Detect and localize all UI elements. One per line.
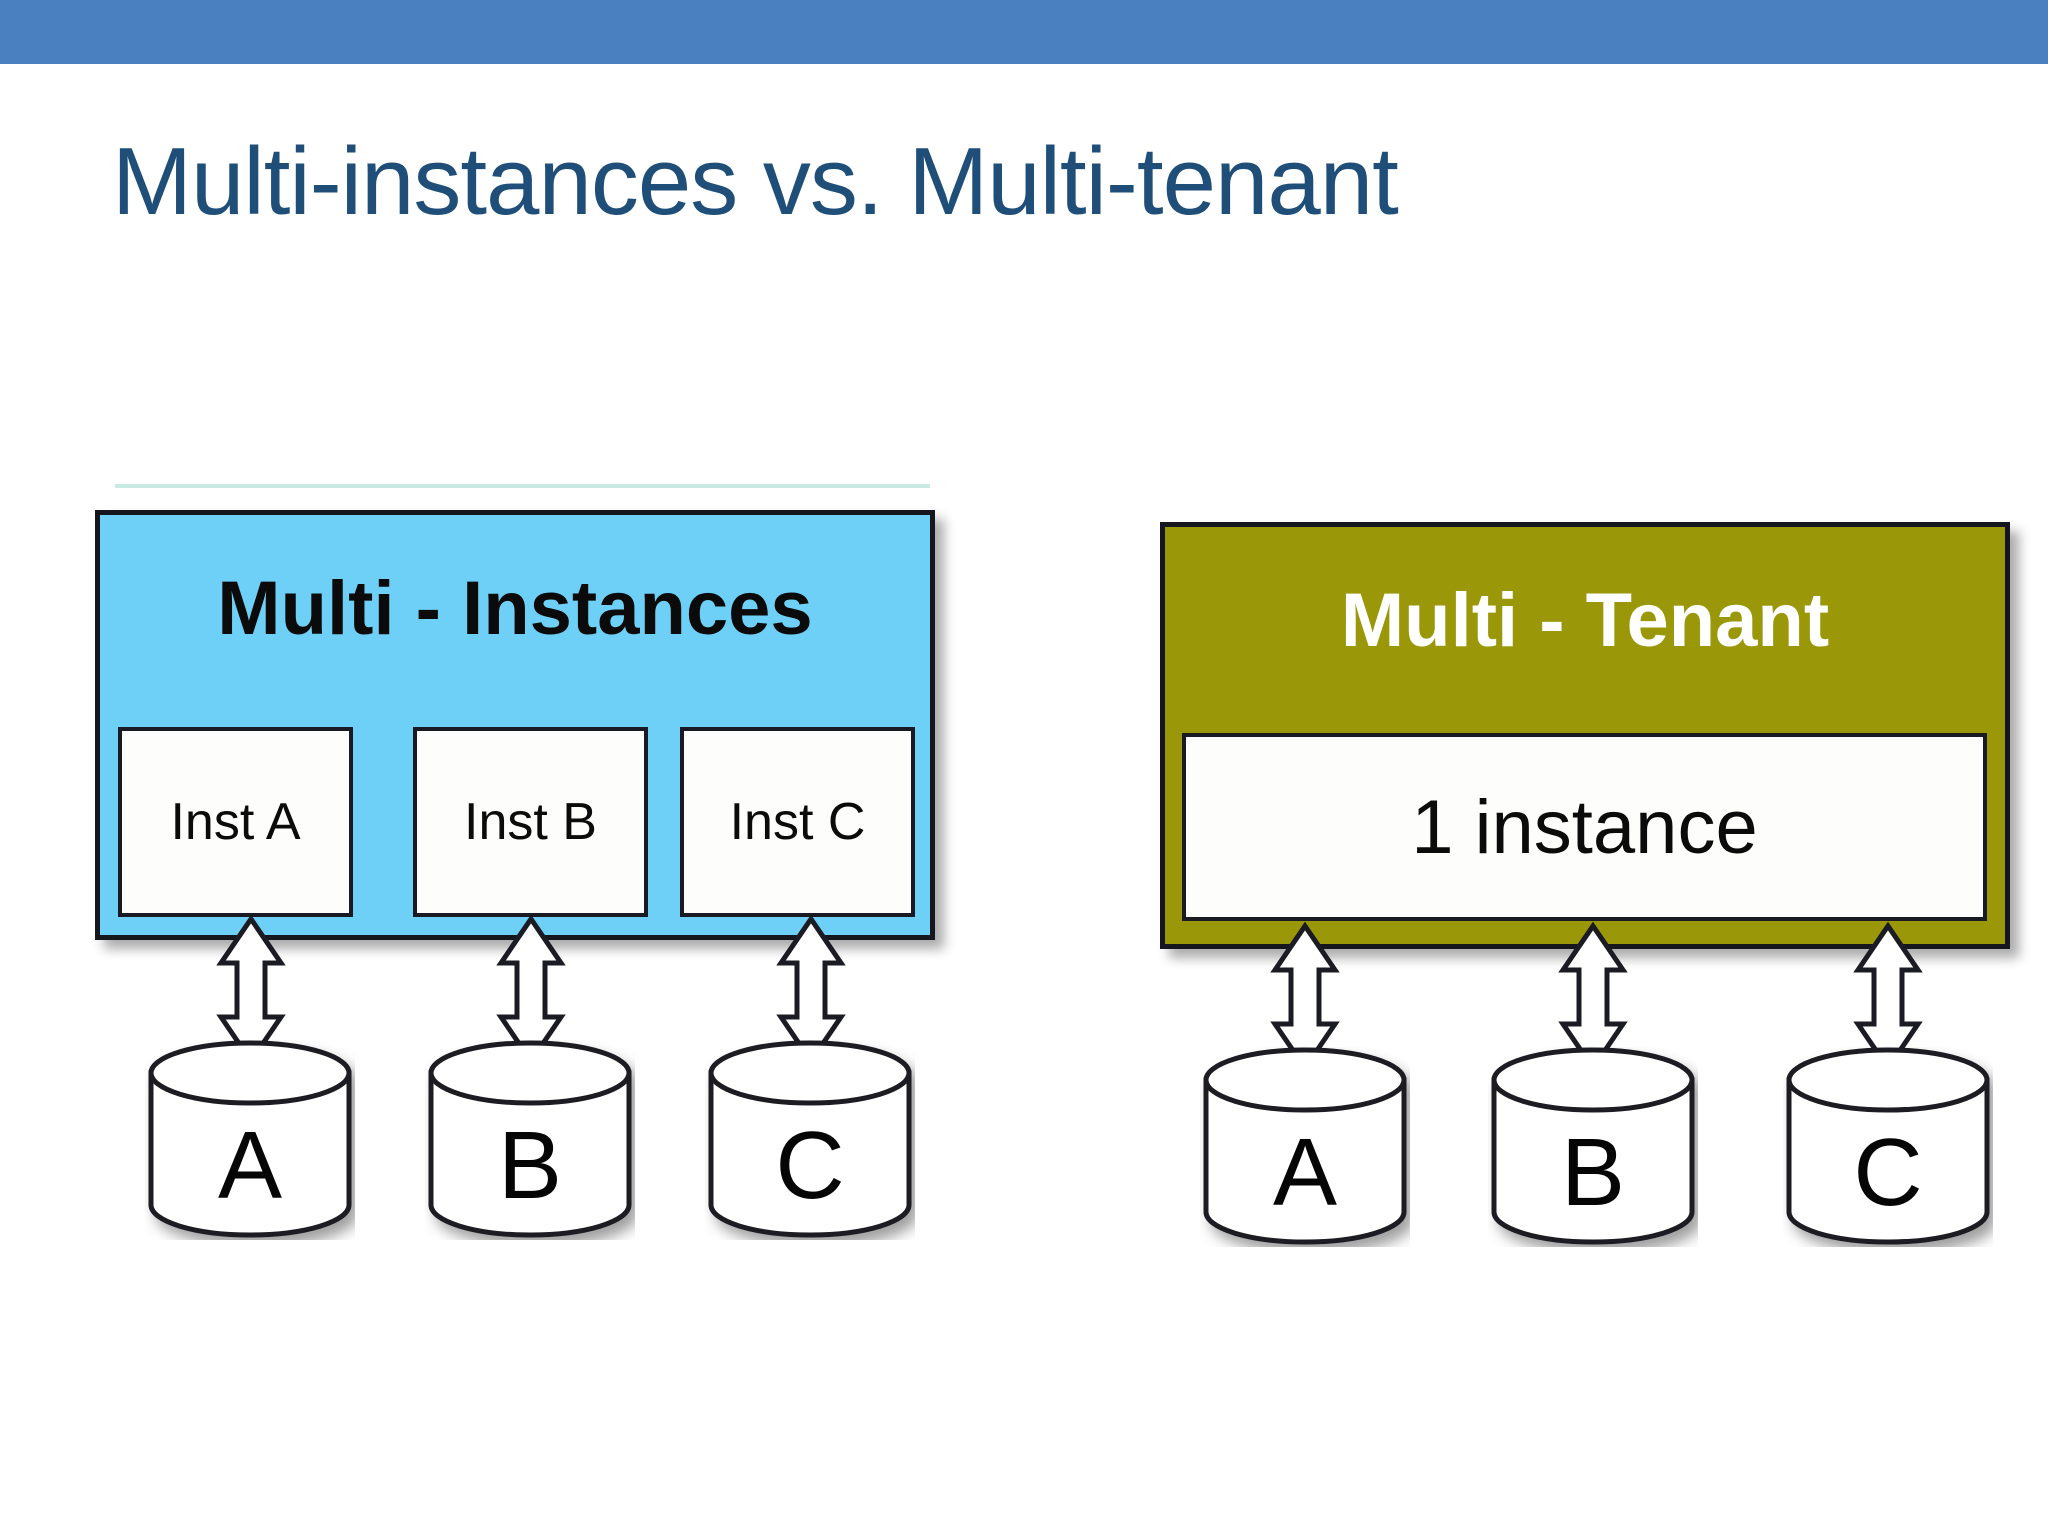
instance-box-a-label: Inst A: [170, 793, 301, 851]
instance-box-b[interactable]: Inst B: [413, 727, 648, 917]
single-instance-box[interactable]: 1 instance: [1182, 733, 1987, 921]
page-title: Multi-instances vs. Multi-tenant: [112, 128, 1399, 235]
single-instance-box-label: 1 instance: [1411, 784, 1758, 870]
database-cylinder-c-left: C: [705, 1040, 915, 1245]
instance-box-c-label: Inst C: [729, 793, 866, 851]
database-cylinder-a-right: A: [1200, 1047, 1410, 1252]
database-cylinder-b-right: B: [1488, 1047, 1698, 1252]
instance-box-a[interactable]: Inst A: [118, 727, 353, 917]
database-cylinder-b-left: B: [425, 1040, 635, 1245]
panel-multi-tenant-heading: Multi - Tenant: [1340, 578, 1830, 663]
panel-multi-instances-heading: Multi - Instances: [217, 566, 813, 651]
decorative-hairline: [115, 484, 930, 488]
instance-box-b-label: Inst B: [464, 793, 597, 851]
slide-header-bar: [0, 0, 2048, 64]
instance-box-c[interactable]: Inst C: [680, 727, 915, 917]
database-cylinder-a-left: A: [145, 1040, 355, 1245]
database-cylinder-c-right: C: [1783, 1047, 1993, 1252]
